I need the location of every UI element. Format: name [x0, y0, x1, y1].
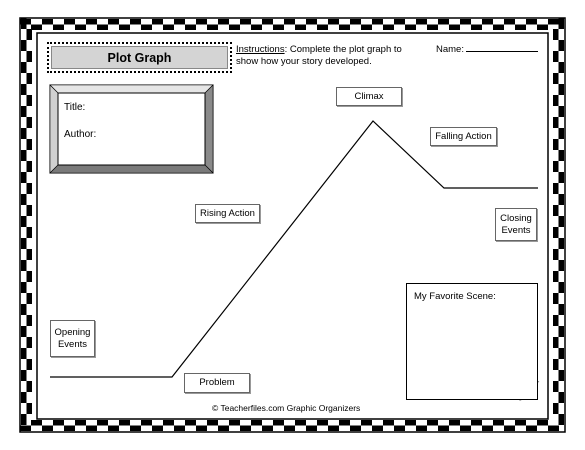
plot-line [50, 120, 538, 378]
title-box: Plot Graph [47, 42, 232, 73]
opening-events-label: Opening Events [50, 320, 95, 357]
footer-credit: © Teacherfiles.com Graphic Organizers [212, 403, 361, 413]
favorite-scene-box[interactable]: My Favorite Scene: [406, 283, 538, 400]
climax-label: Climax [336, 87, 402, 106]
closing-events-line-2: Events [501, 224, 531, 236]
checkered-border [19, 17, 566, 433]
name-line[interactable] [465, 43, 538, 52]
title-label: Title: [64, 102, 86, 113]
name-label: Name: [436, 44, 464, 55]
favorite-scene-label: My Favorite Scene: [414, 291, 496, 302]
page-title: Plot Graph [51, 46, 228, 69]
opening-events-line-1: Opening [54, 326, 91, 338]
rising-action-label: Rising Action [195, 204, 260, 223]
closing-events-line-1: Closing [500, 212, 532, 224]
name-field[interactable]: Name: [436, 43, 538, 55]
closing-events-label: Closing Events [495, 208, 537, 241]
falling-action-label: Falling Action [430, 127, 497, 146]
instructions: Instructions: Complete the plot graph to… [236, 44, 421, 68]
author-label: Author: [64, 129, 97, 140]
instructions-text: : Complete the plot graph to show how yo… [236, 44, 402, 67]
problem-label: Problem [184, 373, 250, 393]
opening-events-line-2: Events [57, 338, 88, 350]
title-author-frame [49, 84, 214, 174]
instructions-label: Instructions [236, 44, 285, 55]
